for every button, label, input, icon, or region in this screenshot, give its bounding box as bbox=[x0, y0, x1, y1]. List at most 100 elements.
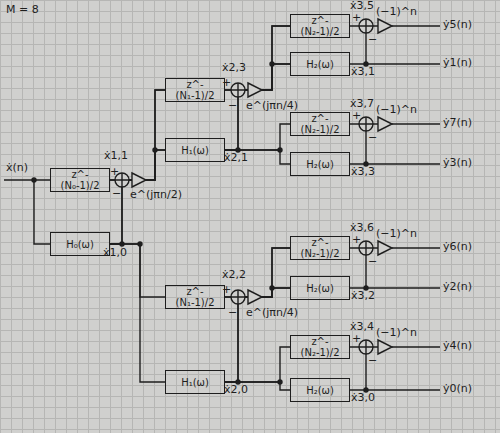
signal-label: ẋ2,3 bbox=[222, 62, 246, 74]
junction-dot bbox=[278, 148, 282, 152]
box-text: H₁(ω) bbox=[181, 377, 209, 388]
signal-label: + bbox=[352, 234, 361, 246]
delay-box: z^-(N₂-1)/2 bbox=[290, 112, 350, 136]
multiplier-triangle bbox=[378, 241, 392, 255]
filter-box: H₂(ω) bbox=[290, 276, 350, 300]
junction-dot bbox=[278, 380, 282, 384]
delay-box: z^-(N₂-1)/2 bbox=[290, 236, 350, 260]
signal-label: − bbox=[368, 34, 377, 46]
signal-label: (−1)^n bbox=[376, 228, 417, 240]
multiplier-triangle bbox=[378, 340, 392, 354]
signal-label: + bbox=[222, 284, 231, 296]
junction-dot bbox=[153, 148, 157, 152]
signal-label: ẏ4(n) bbox=[443, 340, 472, 352]
junction-dot bbox=[138, 242, 142, 246]
delay-box: z^-(N₂-1)/2 bbox=[290, 335, 350, 359]
input-wire bbox=[4, 180, 50, 244]
box-text: H₁(ω) bbox=[181, 145, 209, 156]
signal-label: ẏ3(n) bbox=[443, 157, 472, 169]
signal-label: (−1)^n bbox=[376, 6, 417, 18]
signal-wire bbox=[225, 124, 290, 150]
summing-cross bbox=[231, 290, 245, 304]
signal-label: − bbox=[368, 355, 377, 367]
multiplier-triangle bbox=[378, 19, 392, 33]
box-text: H₂(ω) bbox=[306, 159, 334, 170]
signal-label: e^(jπn/2) bbox=[130, 189, 182, 201]
box-text: z^-(N₂-1)/2 bbox=[292, 237, 348, 259]
box-text: H₀(ω) bbox=[66, 239, 94, 250]
signal-wire bbox=[225, 26, 290, 90]
filter-box: H₀(ω) bbox=[50, 232, 110, 256]
signal-label: e^(jπn/4) bbox=[246, 307, 298, 319]
signal-label: + bbox=[352, 12, 361, 24]
signal-label: ẋ1,1 bbox=[104, 150, 128, 162]
signal-label: ẋ3,1 bbox=[351, 66, 375, 78]
junction-dot bbox=[120, 242, 124, 246]
box-text: z^-(N₂-1)/2 bbox=[292, 113, 348, 135]
signal-label: ẋ3,4 bbox=[350, 321, 374, 333]
delay-box: z^-(N₁-1)/2 bbox=[165, 78, 225, 102]
box-text: H₂(ω) bbox=[306, 283, 334, 294]
box-text: z^-(N₁-1)/2 bbox=[167, 79, 223, 101]
box-text: z^-(N₀-1)/2 bbox=[52, 169, 108, 191]
signal-label: (−1)^n bbox=[376, 327, 417, 339]
signal-label: M = 8 bbox=[6, 4, 39, 16]
signal-label: (−1)^n bbox=[376, 104, 417, 116]
signal-wire bbox=[225, 26, 290, 150]
filter-box: H₁(ω) bbox=[165, 138, 225, 162]
signal-label: ẋ3,3 bbox=[351, 166, 375, 178]
summing-junction bbox=[231, 290, 245, 304]
signal-label: ẋ3,5 bbox=[350, 0, 374, 12]
filter-box: H₁(ω) bbox=[165, 370, 225, 394]
signal-label: ẋ2,2 bbox=[222, 269, 246, 281]
box-text: H₂(ω) bbox=[306, 59, 334, 70]
signal-label: − bbox=[228, 307, 237, 319]
box-text: z^-(N₂-1)/2 bbox=[292, 336, 348, 358]
filter-box: H₂(ω) bbox=[290, 378, 350, 402]
signal-label: ẏ0(n) bbox=[443, 383, 472, 395]
signal-label: ẋ3,6 bbox=[350, 222, 374, 234]
signal-label: ẏ1(n) bbox=[443, 57, 472, 69]
signal-label: + bbox=[352, 333, 361, 345]
signal-label: − bbox=[228, 100, 237, 112]
signal-label: + bbox=[222, 77, 231, 89]
filter-box: H₂(ω) bbox=[290, 52, 350, 76]
junction-dot bbox=[32, 178, 36, 182]
junction-dot bbox=[270, 286, 274, 290]
signal-wire bbox=[225, 288, 290, 382]
signal-wire bbox=[110, 90, 165, 180]
signal-label: − bbox=[368, 132, 377, 144]
signal-label: ẋ3,2 bbox=[351, 290, 375, 302]
signal-label: ẋ1,0 bbox=[103, 247, 127, 259]
box-text: z^-(N₁-1)/2 bbox=[167, 286, 223, 308]
signal-wire bbox=[110, 244, 165, 382]
signal-label: ẋ2,0 bbox=[224, 384, 248, 396]
junction-dot bbox=[270, 62, 274, 66]
signal-label: ẏ5(n) bbox=[443, 19, 472, 31]
signal-label: ẏ7(n) bbox=[443, 117, 472, 129]
delay-box: z^-(N₂-1)/2 bbox=[290, 14, 350, 38]
filter-box: H₂(ω) bbox=[290, 152, 350, 176]
signal-label: ẏ6(n) bbox=[443, 241, 472, 253]
summing-cross bbox=[231, 83, 245, 97]
multiplier-triangle bbox=[248, 83, 262, 97]
box-text: z^-(N₂-1)/2 bbox=[292, 15, 348, 37]
signal-label: ẋ3,7 bbox=[350, 98, 374, 110]
signal-label: ẋ2,1 bbox=[224, 152, 248, 164]
signal-label: − bbox=[368, 256, 377, 268]
delay-box: z^-(N₁-1)/2 bbox=[165, 285, 225, 309]
multiplier-triangle bbox=[248, 290, 262, 304]
signal-label: e^(jπn/4) bbox=[246, 100, 298, 112]
multiplier-triangle bbox=[132, 173, 146, 187]
signal-wire bbox=[225, 347, 290, 382]
summing-junction bbox=[231, 83, 245, 97]
signal-label: ẋ3,0 bbox=[351, 392, 375, 404]
box-text: H₂(ω) bbox=[306, 385, 334, 396]
signal-label: + bbox=[110, 166, 119, 178]
signal-wire bbox=[110, 90, 165, 244]
signal-label: ẏ2(n) bbox=[443, 281, 472, 293]
signal-label: ẋ(n) bbox=[6, 162, 28, 174]
